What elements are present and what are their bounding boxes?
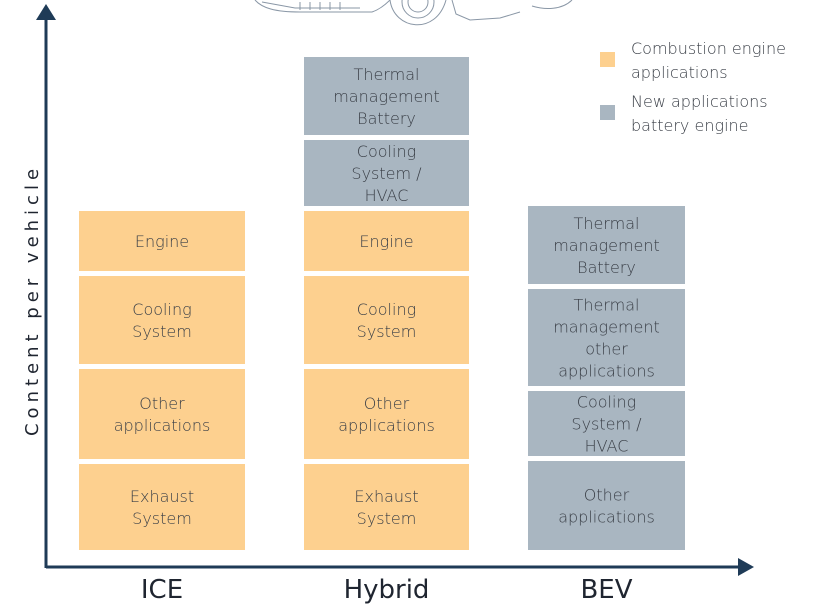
y-axis-arrow-icon (36, 4, 56, 20)
bar-segment-label: Engine (359, 232, 413, 251)
bar-segment (528, 289, 685, 386)
legend-swatch-combustion (600, 52, 615, 67)
bar-segment (304, 464, 469, 550)
bar-segment (528, 461, 685, 550)
bar-segment (304, 276, 469, 364)
car-outline-illustration (254, 0, 573, 26)
y-axis-title: Content per vehicle (22, 164, 43, 436)
bar-segment (79, 464, 245, 550)
x-tick-label: Hybrid (344, 575, 430, 604)
bar-segment (79, 276, 245, 364)
bar-segment (304, 369, 469, 459)
bar-segment (304, 140, 469, 206)
bar-segment-label: Engine (135, 232, 189, 251)
bar-segment (304, 211, 469, 271)
bar-segment (528, 206, 685, 284)
axes (36, 4, 754, 576)
category-labels: ICE Hybrid BEV (141, 575, 633, 604)
bar-segment (79, 211, 245, 271)
bar-segment (304, 57, 469, 135)
x-tick-label: BEV (580, 575, 632, 604)
bar-segment (79, 369, 245, 459)
legend-swatch-battery (600, 105, 615, 120)
x-tick-label: ICE (141, 575, 183, 604)
x-axis-arrow-icon (738, 558, 754, 576)
bar-segment (528, 391, 685, 456)
